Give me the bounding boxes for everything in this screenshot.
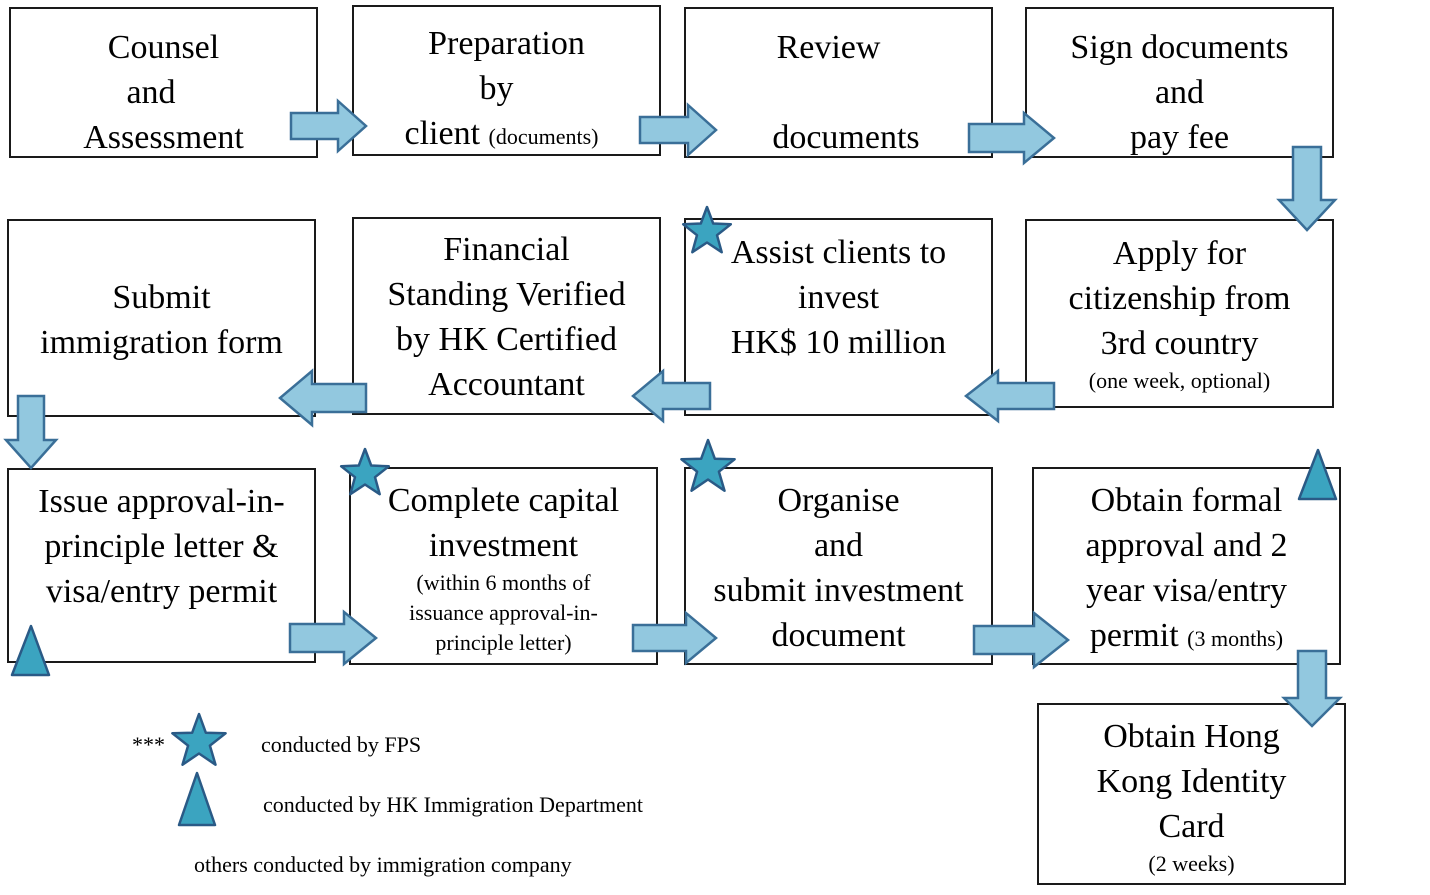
step-organise-line3: submit investment — [713, 572, 964, 609]
step-financial-line3: by HK Certified — [396, 321, 617, 358]
step-hkid-line1: Obtain Hong — [1103, 718, 1280, 755]
step-obtain-formal-line3: year visa/entry — [1085, 572, 1288, 609]
step-preparation: Preparation by client (documents) — [352, 5, 661, 156]
triangle-icon-legend — [177, 771, 217, 827]
step-sign-line2: and — [1154, 74, 1205, 111]
step-issue-line1: Issue approval-in- — [38, 483, 285, 520]
star-icon-legend — [171, 712, 227, 766]
step-preparation-line3: client (documents) — [354, 111, 659, 159]
step-apply-line1: Apply for — [1112, 235, 1247, 272]
step-counsel-assessment: Counsel and Assessment — [9, 7, 318, 158]
step-counsel-line2: and — [126, 74, 176, 111]
step-complete-note2: issuance approval-in- — [409, 600, 598, 625]
legend-asterisks: *** — [132, 732, 165, 757]
step-complete-line2: investment — [428, 527, 579, 564]
step-hkid-line3: Card — [1158, 808, 1225, 845]
step-sign-line3: pay fee — [1129, 119, 1230, 156]
step-issue-line3: visa/entry permit — [45, 573, 278, 610]
step-obtain-formal-line4: permit (3 months) — [1034, 613, 1339, 661]
step-apply-line3: 3rd country — [1100, 325, 1259, 362]
step-counsel-line1: Counsel — [107, 29, 220, 66]
step-sign-pay: Sign documents and pay fee — [1025, 7, 1334, 158]
step-submit-line2: immigration form — [40, 324, 283, 361]
step-organise-line4: document — [771, 617, 906, 654]
step-obtain-formal-approval: Obtain formal approval and 2 year visa/e… — [1032, 467, 1341, 665]
step-organise-submit: Organise and submit investment document — [684, 467, 993, 665]
step-hkid-line2: Kong Identity — [1096, 763, 1287, 800]
step-apply-note: (one week, optional) — [1088, 368, 1271, 393]
legend-immigration-dept-label: conducted by HK Immigration Department — [263, 792, 644, 817]
step-submit-line1: Submit — [112, 279, 211, 316]
step-complete-note3: principle letter) — [435, 630, 572, 655]
step-obtain-formal-duration: (3 months) — [1187, 626, 1284, 651]
step-complete-note1: (within 6 months of — [416, 570, 591, 595]
step-review-line1: Review — [776, 29, 881, 66]
step-issue-approval: Issue approval-in- principle letter & vi… — [7, 468, 316, 663]
step-obtain-formal-line2: approval and 2 — [1085, 527, 1288, 564]
step-financial-line4: Accountant — [428, 366, 585, 403]
step-hkid-note: (2 weeks) — [1148, 851, 1235, 876]
step-financial-line2: Standing Verified — [387, 276, 626, 313]
step-obtain-hkid: Obtain Hong Kong Identity Card (2 weeks) — [1037, 703, 1346, 885]
step-apply-citizenship: Apply for citizenship from 3rd country (… — [1025, 219, 1334, 408]
step-review-documents: Review documents — [684, 7, 993, 158]
step-issue-line2: principle letter & — [44, 528, 279, 565]
step-assist-line2: invest — [797, 279, 880, 316]
step-review-line2: documents — [772, 119, 920, 156]
step-review-spacer — [686, 70, 991, 115]
step-assist-line3: HK$ 10 million — [730, 324, 947, 361]
legend-others-label: others conducted by immigration company — [194, 852, 572, 877]
step-sign-line1: Sign documents — [1070, 29, 1289, 66]
step-organise-line1: Organise — [777, 482, 900, 519]
step-obtain-formal-permit: permit — [1089, 617, 1179, 654]
step-organise-line2: and — [813, 527, 864, 564]
step-apply-line2: citizenship from — [1068, 280, 1291, 317]
step-preparation-documents: (documents) — [488, 124, 599, 149]
legend-fps-label: conducted by FPS — [261, 732, 422, 757]
step-complete-line1: Complete capital — [387, 482, 620, 519]
step-financial-standing: Financial Standing Verified by HK Certif… — [352, 217, 661, 415]
step-submit-form: Submit immigration form — [7, 219, 316, 417]
step-preparation-line2: by — [479, 70, 514, 107]
step-assist-line1: Assist clients to — [730, 234, 947, 271]
step-counsel-line3: Assessment — [83, 119, 244, 156]
step-complete-capital: Complete capital investment (within 6 mo… — [349, 467, 658, 665]
step-preparation-line1: Preparation — [428, 25, 585, 62]
step-financial-line1: Financial — [443, 231, 570, 268]
step-assist-invest: Assist clients to invest HK$ 10 million — [684, 218, 993, 416]
step-preparation-client: client — [404, 115, 481, 152]
step-obtain-formal-line1: Obtain formal — [1090, 482, 1283, 519]
